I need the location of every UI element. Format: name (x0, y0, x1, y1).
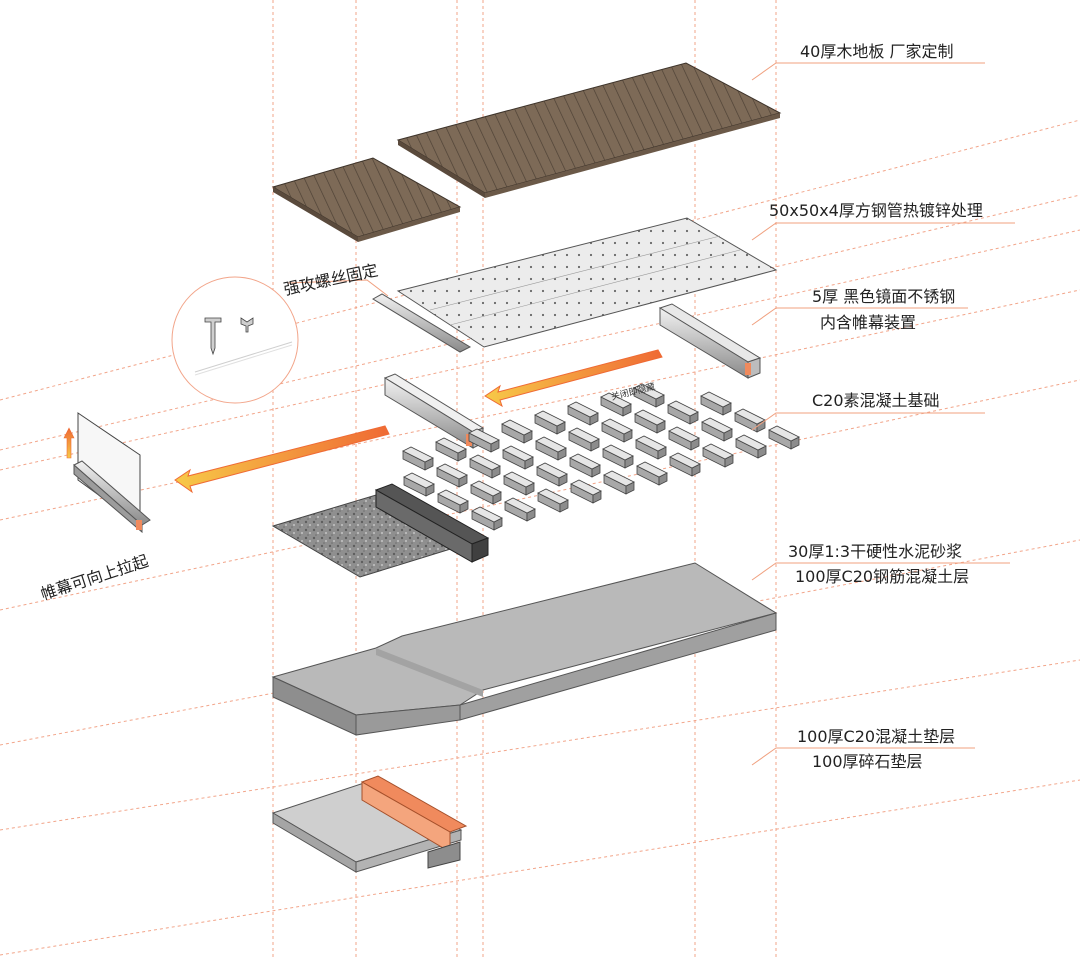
concrete-block (537, 488, 569, 505)
curtain-panel (73, 412, 151, 534)
concrete-block (668, 426, 700, 443)
arrow-left-icon (174, 425, 390, 494)
label-stainless-1: 5厚 黑色镜面不锈钢 (812, 287, 955, 306)
c20-base-channel (374, 483, 490, 563)
screw-icon (204, 317, 222, 356)
concrete-block (470, 480, 502, 497)
concrete-block (570, 479, 602, 496)
concrete-block (601, 418, 633, 435)
concrete-block (502, 445, 534, 462)
concrete-block (402, 446, 434, 463)
label-stainless-2: 内含帷幕装置 (820, 313, 916, 332)
concrete-block (536, 462, 568, 479)
concrete-block (735, 434, 767, 451)
concrete-block (501, 419, 533, 436)
arrow-up-icon (63, 427, 75, 459)
diagonal-guides (0, 119, 1080, 956)
stainless-channel-middle (383, 373, 485, 449)
label-mortar-2: 100厚C20钢筋混凝土层 (795, 567, 969, 586)
wood-floor-main (396, 62, 782, 198)
concrete-block (700, 391, 732, 408)
concrete-block (534, 410, 566, 427)
cushion-layer (271, 775, 468, 873)
concrete-block (768, 425, 800, 442)
stainless-strip-left (372, 293, 472, 353)
arrow-left-hidden (484, 349, 663, 408)
fixing-detail-circle (171, 276, 299, 404)
label-curtain: 帷幕可向上拉起 (38, 551, 150, 604)
wood-floor-small (271, 157, 462, 242)
concrete-block (469, 454, 501, 471)
label-mortar-1: 30厚1:3干硬性水泥砂浆 (788, 542, 962, 561)
concrete-block (603, 470, 635, 487)
concrete-block (436, 463, 468, 480)
label-cushion-1: 100厚C20混凝土垫层 (797, 727, 955, 746)
label-c20-base: C20素混凝土基础 (812, 391, 940, 410)
wing-nut-icon (240, 317, 254, 333)
concrete-block (734, 408, 766, 425)
concrete-block (535, 436, 567, 453)
concrete-block (600, 392, 632, 409)
concrete-block (435, 437, 467, 454)
concrete-block (403, 472, 435, 489)
concrete-block (701, 417, 733, 434)
concrete-block (471, 506, 503, 523)
concrete-block (634, 409, 666, 426)
concrete-block (437, 489, 469, 506)
label-cushion-2: 100厚碎石垫层 (812, 752, 923, 771)
concrete-block (633, 383, 665, 400)
concrete-block-grid (402, 383, 800, 531)
concrete-block (602, 444, 634, 461)
concrete-block (667, 400, 699, 417)
label-screw: 强攻螺丝固定 (282, 260, 380, 299)
concrete-block (504, 497, 536, 514)
label-floor: 40厚木地板 厂家定制 (800, 42, 953, 61)
concrete-block (569, 453, 601, 470)
leader-lines (287, 62, 1015, 766)
concrete-block (635, 435, 667, 452)
concrete-block (503, 471, 535, 488)
stainless-box-right (658, 303, 762, 379)
reinforced-concrete-slab (271, 562, 778, 736)
concrete-block (669, 452, 701, 469)
concrete-block (468, 428, 500, 445)
concrete-block (702, 443, 734, 460)
concrete-block (636, 461, 668, 478)
concrete-block (567, 401, 599, 418)
label-steel-tube: 50x50x4厚方钢管热镀锌处理 (769, 201, 983, 220)
concrete-block (568, 427, 600, 444)
steel-tube-grid (396, 217, 778, 348)
